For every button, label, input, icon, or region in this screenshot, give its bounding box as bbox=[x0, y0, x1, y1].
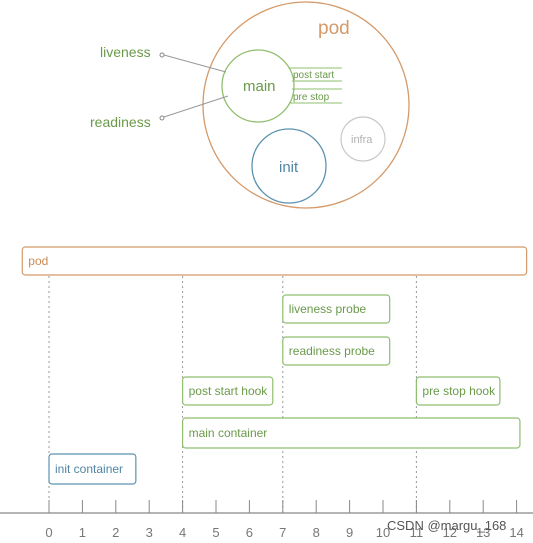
readiness-pointer bbox=[163, 95, 229, 118]
infra-circle-label: infra bbox=[351, 134, 373, 146]
init-circle bbox=[251, 128, 327, 204]
readiness-dot bbox=[159, 115, 165, 121]
init-circle-label: init bbox=[279, 159, 299, 176]
pod-bar bbox=[21, 246, 528, 276]
pre-stop-label: pre stop bbox=[293, 92, 330, 103]
infra-circle bbox=[340, 116, 386, 162]
axis-tick-label-9: 9 bbox=[346, 525, 353, 540]
readiness-label: readiness bbox=[90, 114, 151, 130]
main-container-bar bbox=[182, 417, 521, 449]
pod-circle bbox=[202, 1, 410, 209]
pod-label: pod bbox=[28, 254, 48, 268]
axis-tick-label-0: 0 bbox=[45, 525, 52, 540]
liveness-probe-bar bbox=[282, 294, 391, 324]
axis-tick-label-14: 14 bbox=[509, 525, 523, 540]
init-container-label: init container bbox=[55, 462, 123, 476]
axis-tick-label-8: 8 bbox=[313, 525, 320, 540]
axis-tick-label-10: 10 bbox=[376, 525, 390, 540]
axis-tick-label-5: 5 bbox=[212, 525, 219, 540]
liveness-label: liveness bbox=[100, 44, 151, 60]
watermark: CSDN @margu_168 bbox=[387, 518, 506, 533]
main-circle-label: main bbox=[243, 78, 276, 95]
post-start-hook-bar bbox=[182, 376, 274, 406]
axis-tick-label-2: 2 bbox=[112, 525, 119, 540]
main-container-label: main container bbox=[189, 426, 268, 440]
axis-tick-label-3: 3 bbox=[146, 525, 153, 540]
main-circle bbox=[221, 49, 295, 123]
liveness-probe-label: liveness probe bbox=[289, 302, 367, 316]
pre-stop-hook-label: pre stop hook bbox=[422, 384, 496, 398]
axis-tick-label-1: 1 bbox=[79, 525, 86, 540]
axis-tick-label-4: 4 bbox=[179, 525, 186, 540]
init-container-bar bbox=[48, 453, 137, 485]
readiness-probe-bar bbox=[282, 336, 391, 366]
axis-tick-label-12: 12 bbox=[443, 525, 457, 540]
readiness-probe-label: readiness probe bbox=[289, 344, 375, 358]
post-start-hook-label: post start hook bbox=[189, 384, 269, 398]
pod-circle-label: pod bbox=[318, 18, 350, 39]
liveness-dot bbox=[159, 52, 165, 58]
post-start-label: post start bbox=[293, 70, 334, 81]
pre-stop-hook-bar bbox=[415, 376, 501, 406]
axis-tick-label-11: 11 bbox=[410, 525, 424, 540]
axis-tick-label-7: 7 bbox=[279, 525, 286, 540]
axis-tick-label-13: 13 bbox=[476, 525, 490, 540]
axis-tick-label-6: 6 bbox=[246, 525, 253, 540]
liveness-pointer bbox=[163, 54, 227, 73]
